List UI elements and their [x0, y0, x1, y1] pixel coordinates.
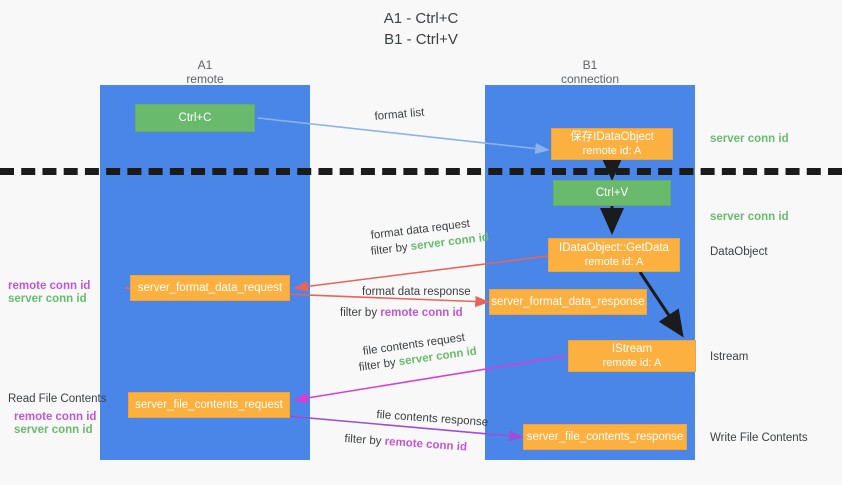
box-ctrl-c[interactable]: Ctrl+C — [135, 104, 255, 132]
side-label-dataobject: DataObject — [710, 246, 768, 258]
box-server-file-contents-response[interactable]: server_file_contents_response — [523, 424, 687, 450]
lane-header-a1-sub: remote — [186, 72, 224, 86]
side-label-left2-remote-conn-id: remote conn id — [14, 411, 97, 423]
box-server-format-data-request[interactable]: server_format_data_request — [130, 275, 290, 301]
side-label-write-file-contents: Write File Contents — [710, 432, 808, 444]
arrow-label-format-data-response: format data response — [362, 286, 471, 298]
divider-dashed-line — [0, 168, 842, 175]
filter-value-remote-conn-id: remote conn id — [380, 307, 463, 319]
side-label-left-server-conn-id: server conn id — [8, 293, 87, 305]
box-istream-title: IStream — [611, 343, 653, 355]
page-title: A1 - Ctrl+C B1 - Ctrl+V — [0, 8, 842, 50]
arrow-label-format-list: format list — [374, 106, 425, 123]
box-istream-remote-id: remote id: A — [602, 357, 662, 369]
side-label-right-server-conn-id-2: server conn id — [710, 211, 789, 223]
box-server-file-contents-response-label: server_file_contents_response — [526, 431, 684, 443]
lane-header-b1-sub: connection — [560, 72, 620, 86]
arrow-label-file-contents-response: file contents response — [376, 408, 489, 429]
box-idataobject[interactable]: 保存IDataObject remote id: A — [551, 128, 673, 160]
side-label-left-remote-conn-id: remote conn id — [8, 280, 91, 292]
side-label-read-file-contents: Read File Contents — [8, 393, 107, 405]
filter-prefix: filter by — [344, 432, 386, 448]
arrow-label-file-contents-response-filter: filter by remote conn id — [344, 432, 467, 455]
filter-prefix: filter by — [340, 307, 381, 319]
lane-header-a1-name: A1 — [197, 58, 213, 72]
arrow-label-format-data-response-filter: filter by remote conn id — [340, 306, 463, 320]
box-ctrl-c-label: Ctrl+C — [178, 112, 212, 124]
lane-header-b1-name: B1 — [582, 58, 598, 72]
box-getdata-remote-id: remote id: A — [584, 256, 644, 268]
box-ctrl-v-label: Ctrl+V — [595, 187, 629, 199]
box-getdata-title: IDataObject::GetData — [559, 242, 669, 254]
box-ctrl-v[interactable]: Ctrl+V — [553, 180, 671, 206]
side-label-right-server-conn-id-1: server conn id — [710, 133, 789, 145]
box-idataobject-title: 保存IDataObject — [570, 131, 654, 143]
filter-value-remote-conn-id: remote conn id — [384, 435, 468, 454]
lane-header-b1: B1 connection — [485, 58, 695, 86]
box-server-file-contents-request-label: server_file_contents_request — [135, 399, 283, 411]
title-line-1: A1 - Ctrl+C — [383, 10, 459, 27]
box-idataobject-getdata[interactable]: IDataObject::GetData remote id: A — [548, 238, 680, 272]
title-line-2: B1 - Ctrl+V — [384, 31, 458, 48]
box-server-format-data-response-label: server_format_data_response — [491, 296, 645, 308]
filter-prefix: filter by — [358, 356, 400, 374]
filter-prefix: filter by — [370, 241, 412, 258]
box-server-format-data-response[interactable]: server_format_data_response — [489, 289, 647, 315]
box-istream[interactable]: IStream remote id: A — [568, 340, 696, 372]
box-server-file-contents-request[interactable]: server_file_contents_request — [128, 392, 290, 418]
side-label-left2-server-conn-id: server conn id — [14, 424, 93, 436]
lane-header-a1: A1 remote — [100, 58, 310, 86]
box-idataobject-remote-id: remote id: A — [582, 145, 642, 157]
box-server-format-data-request-label: server_format_data_request — [137, 282, 283, 294]
side-label-istream: Istream — [710, 351, 749, 363]
